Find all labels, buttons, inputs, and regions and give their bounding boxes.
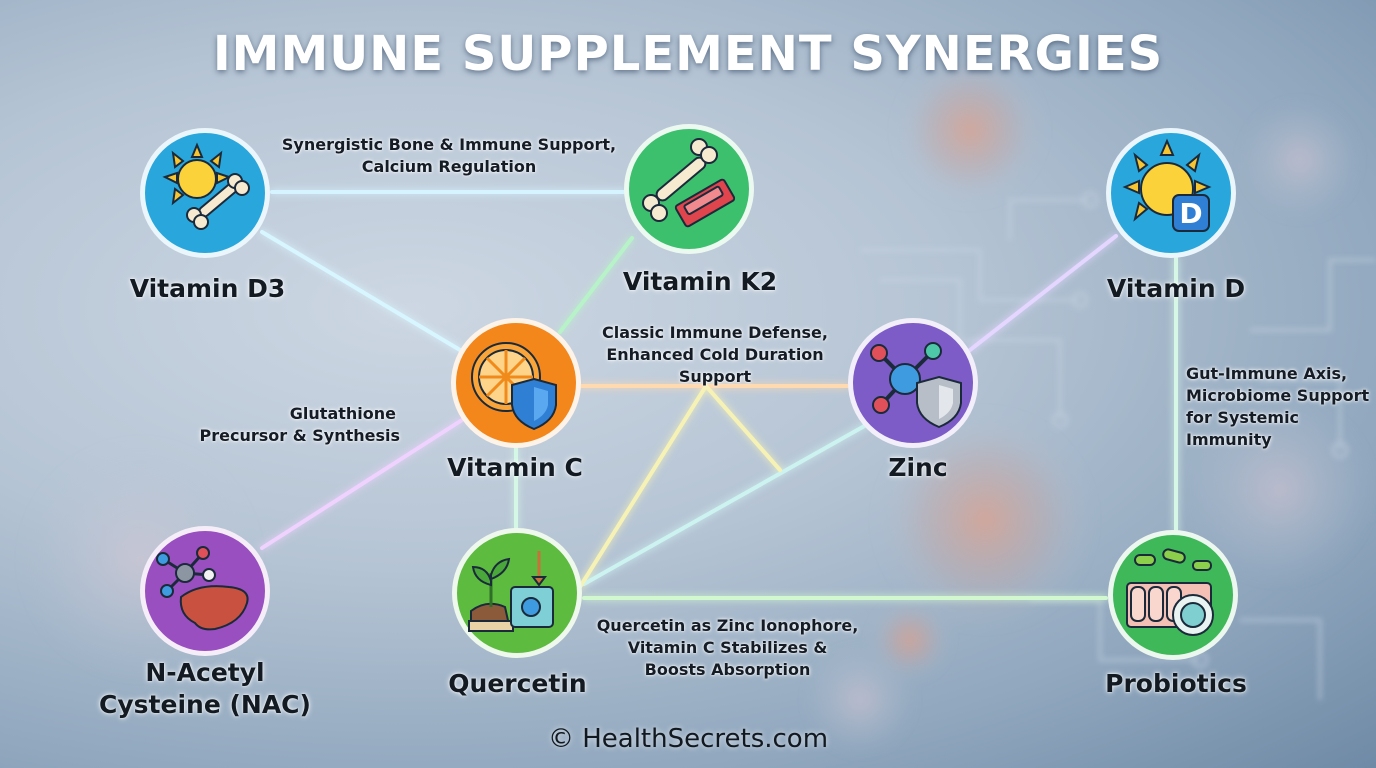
- edge-label-quercetin-zinc-line3: Boosts Absorption: [644, 660, 811, 679]
- label-vitamin-c: Vitamin C: [447, 453, 583, 482]
- edge-label-c-zinc: Classic Immune Defense, Enhanced Cold Du…: [580, 322, 850, 388]
- node-vitamin-k2[interactable]: [624, 124, 754, 254]
- edge-label-d-probiotics-line4: Immunity: [1186, 430, 1272, 449]
- link-zinc-d: [968, 234, 1118, 352]
- edge-label-c-zinc-line2: Enhanced Cold Duration Support: [606, 345, 824, 386]
- label-vitamin-k2: Vitamin K2: [622, 267, 778, 296]
- node-vitamin-d[interactable]: D: [1106, 128, 1236, 258]
- label-zinc: Zinc: [888, 453, 948, 482]
- edge-label-nac-c-line1: Glutathione: [289, 404, 396, 423]
- bone-artery-icon: [642, 138, 736, 228]
- link-d3-c: [260, 230, 462, 352]
- edge-label-quercetin-zinc-line2: Vitamin C Stabilizes &: [627, 638, 828, 657]
- label-nac-line1: N-Acetyl: [145, 658, 265, 687]
- link-triangle: [576, 382, 782, 592]
- node-vitamin-d3[interactable]: [140, 128, 270, 258]
- edge-label-d-probiotics-line1: Gut-Immune Axis,: [1186, 364, 1348, 383]
- footer-copyright[interactable]: © HealthSecrets.com: [547, 724, 829, 754]
- molecule-shield-icon: [870, 342, 962, 429]
- label-vitamin-d3: Vitamin D3: [129, 274, 286, 303]
- edge-label-nac-c: Glutathione Precursor & Synthesis: [190, 403, 401, 447]
- link-quercetin-zinc: [582, 422, 870, 586]
- edge-label-nac-c-line2: Precursor & Synthesis: [199, 426, 401, 445]
- label-probiotics: Probiotics: [1105, 669, 1247, 698]
- svg-text:D: D: [1179, 197, 1202, 230]
- edge-label-quercetin-zinc-line1: Quercetin as Zinc Ionophore,: [596, 616, 859, 635]
- page-title: IMMUNE SUPPLEMENT SYNERGIES: [212, 26, 1164, 82]
- orange-shield-icon: [471, 342, 557, 431]
- sun-bone-icon: [162, 142, 250, 230]
- edge-label-d3-k2-line2: Calcium Regulation: [361, 157, 537, 176]
- label-vitamin-d: Vitamin D: [1106, 274, 1246, 303]
- edge-label-d-probiotics: Gut-Immune Axis, Microbiome Support for …: [1186, 363, 1372, 451]
- edge-label-d-probiotics-line2: Microbiome Support: [1186, 386, 1370, 405]
- label-nac: N-Acetyl Cysteine (NAC): [90, 657, 320, 721]
- edge-label-d-probiotics-line3: for Systemic: [1186, 408, 1300, 427]
- edge-label-quercetin-zinc: Quercetin as Zinc Ionophore, Vitamin C S…: [590, 615, 865, 681]
- gut-bacteria-icon: [1126, 548, 1214, 636]
- edge-label-c-zinc-line1: Classic Immune Defense,: [602, 323, 828, 342]
- node-nac[interactable]: [140, 526, 270, 656]
- link-k2-c: [558, 236, 634, 334]
- node-probiotics[interactable]: [1108, 530, 1238, 660]
- node-vitamin-c[interactable]: [451, 318, 581, 448]
- molecule-liver-icon: [156, 546, 249, 631]
- plant-cell-icon: [468, 551, 554, 632]
- label-quercetin: Quercetin: [448, 669, 587, 698]
- edge-label-d3-k2: Synergistic Bone & Immune Support, Calci…: [274, 134, 624, 178]
- link-nac-c: [260, 418, 464, 550]
- sun-d-icon: D: [1122, 138, 1212, 232]
- label-nac-line2: Cysteine (NAC): [99, 690, 311, 719]
- node-quercetin[interactable]: [452, 528, 582, 658]
- edge-label-d3-k2-line1: Synergistic Bone & Immune Support,: [281, 135, 617, 154]
- node-zinc[interactable]: [848, 318, 978, 448]
